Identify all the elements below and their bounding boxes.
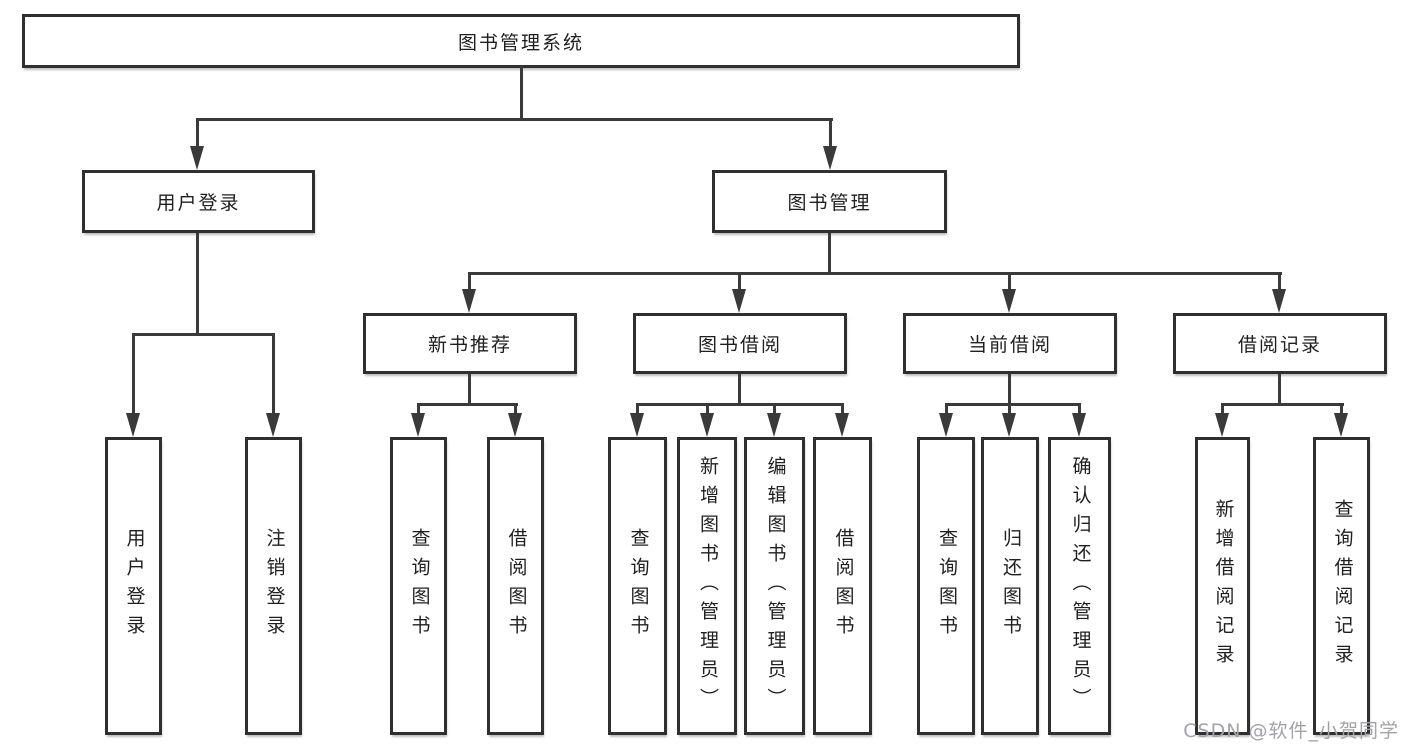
connector-arrowhead [266, 413, 280, 437]
connector-line [514, 403, 517, 416]
node-leaf-borrow-add-admin: 新增图书（管理员） [677, 437, 737, 735]
connector-line [196, 118, 199, 148]
node-leaf-record-add-label: 新增借阅记录 [1212, 499, 1235, 673]
node-leaf-borrow-add-admin-label: 新增图书（管理员） [696, 455, 719, 717]
connector-arrowhead [939, 413, 953, 437]
connector-arrowhead [411, 413, 425, 437]
node-leaf-current-query: 查询图书 [917, 437, 975, 735]
connector-line [417, 403, 420, 416]
node-current-borrowing-label: 当前借阅 [967, 334, 1052, 356]
node-leaf-borrow-edit-admin-label: 编辑图书（管理员） [764, 455, 787, 717]
node-leaf-logout-label: 注销登录 [263, 528, 286, 644]
node-leaf-newbooks-borrow: 借阅图书 [487, 437, 544, 735]
node-book-borrowing: 图书借阅 [633, 313, 847, 374]
connector-arrowhead [835, 413, 849, 437]
node-user-login: 用户登录 [82, 170, 315, 233]
connector-arrowhead [1334, 413, 1348, 437]
node-leaf-current-return: 归还图书 [981, 437, 1039, 735]
node-leaf-current-return-label: 归还图书 [999, 528, 1022, 644]
connector-line [1278, 272, 1281, 291]
connector-line [272, 333, 275, 415]
connector-arrowhead [126, 413, 140, 437]
node-book-borrowing-label: 图书借阅 [697, 334, 782, 356]
connector-arrowhead [1072, 413, 1086, 437]
node-leaf-logout: 注销登录 [245, 437, 302, 735]
connector-line [636, 403, 639, 416]
node-root-label: 图书管理系统 [457, 31, 584, 54]
node-leaf-borrow-book-label: 借阅图书 [832, 528, 855, 644]
node-current-borrowing: 当前借阅 [903, 313, 1117, 374]
connector-line [468, 272, 471, 291]
connector-line [417, 403, 518, 406]
connector-line [1078, 403, 1081, 416]
connector-line [1221, 403, 1344, 406]
connector-arrowhead [823, 146, 837, 170]
connector-line [196, 233, 199, 336]
node-root: 图书管理系统 [22, 14, 1020, 68]
connector-line [132, 333, 275, 336]
connector-line [738, 374, 741, 406]
node-borrow-records-label: 借阅记录 [1237, 334, 1322, 356]
connector-line [945, 403, 948, 416]
connector-line [1008, 403, 1011, 416]
node-leaf-borrow-query: 查询图书 [608, 437, 667, 735]
connector-line [636, 403, 844, 406]
connector-line [520, 66, 523, 120]
connector-line [196, 118, 833, 121]
node-leaf-record-query: 查询借阅记录 [1313, 437, 1370, 735]
connector-line [1278, 374, 1281, 406]
node-borrow-records: 借阅记录 [1173, 313, 1387, 374]
connector-line [773, 403, 776, 416]
node-leaf-newbooks-query: 查询图书 [390, 437, 447, 735]
node-leaf-current-confirm-admin: 确认归还（管理员） [1048, 437, 1111, 735]
connector-line [1008, 374, 1011, 406]
connector-arrowhead [190, 146, 204, 170]
node-leaf-borrow-book: 借阅图书 [813, 437, 872, 735]
node-leaf-current-confirm-admin-label: 确认归还（管理员） [1069, 455, 1092, 717]
connector-line [945, 403, 1081, 406]
node-new-book-recommend-label: 新书推荐 [427, 334, 512, 356]
node-leaf-newbooks-query-label: 查询图书 [408, 528, 431, 644]
node-new-book-recommend: 新书推荐 [363, 313, 577, 374]
connector-line [706, 403, 709, 416]
node-leaf-borrow-query-label: 查询图书 [627, 528, 650, 644]
connector-line [1008, 272, 1011, 291]
node-book-management: 图书管理 [712, 170, 947, 233]
connector-line [468, 272, 1282, 275]
connector-arrowhead [462, 289, 476, 313]
connector-arrowhead [630, 413, 644, 437]
node-leaf-user-login-label: 用户登录 [123, 528, 146, 644]
connector-line [132, 333, 135, 415]
connector-arrowhead [700, 413, 714, 437]
connector-line [738, 272, 741, 291]
connector-arrowhead [1215, 413, 1229, 437]
connector-line [468, 374, 471, 406]
node-leaf-current-query-label: 查询图书 [935, 528, 958, 644]
connector-arrowhead [732, 289, 746, 313]
node-leaf-record-add: 新增借阅记录 [1195, 437, 1250, 735]
connector-arrowhead [1002, 413, 1016, 437]
node-book-management-label: 图书管理 [787, 192, 872, 214]
connector-line [1221, 403, 1224, 416]
node-leaf-record-query-label: 查询借阅记录 [1331, 499, 1354, 673]
node-user-login-label: 用户登录 [156, 192, 241, 214]
node-leaf-borrow-edit-admin: 编辑图书（管理员） [744, 437, 805, 735]
connector-arrowhead [508, 413, 522, 437]
csdn-watermark: CSDN @软件_小贺同学 [1183, 720, 1399, 742]
node-leaf-user-login: 用户登录 [105, 437, 162, 735]
connector-line [829, 118, 832, 148]
connector-line [841, 403, 844, 416]
connector-arrowhead [767, 413, 781, 437]
node-leaf-newbooks-borrow-label: 借阅图书 [505, 528, 528, 644]
connector-arrowhead [1002, 289, 1016, 313]
connector-arrowhead [1272, 289, 1286, 313]
connector-line [828, 233, 831, 275]
connector-line [1340, 403, 1343, 416]
